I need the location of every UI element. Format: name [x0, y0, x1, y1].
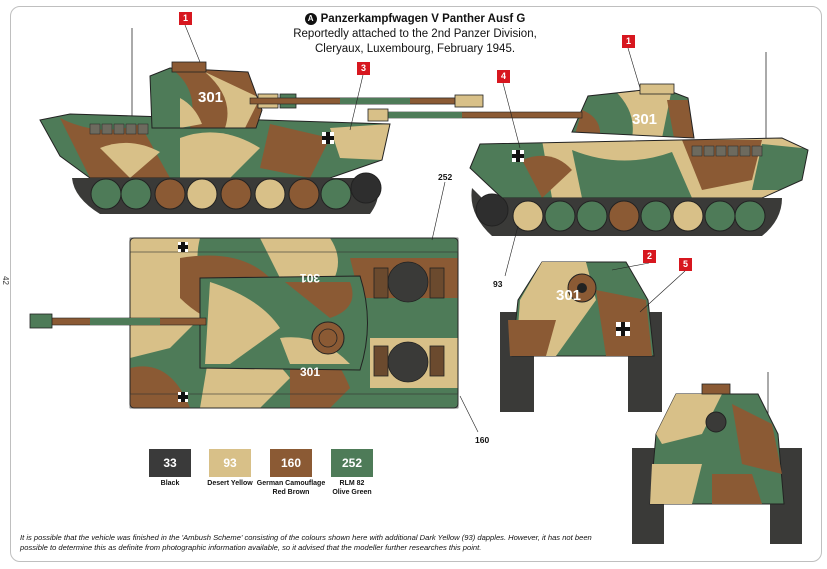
turret-number-top: 301: [300, 365, 320, 379]
swatch-label-160-line1: German Camouflage: [256, 480, 326, 487]
scheme-unit: Reportedly attached to the 2nd Panzer Di…: [293, 28, 537, 40]
callout-5: 5: [679, 258, 692, 271]
turret-number-left: 301: [198, 89, 223, 106]
swatch-label-160-line2: Red Brown: [272, 489, 310, 496]
swatch-label-93: Desert Yellow: [185, 479, 275, 488]
page-frame: [10, 6, 822, 562]
callout-1-right: 1: [622, 35, 635, 48]
swatch-label-93-line1: Desert Yellow: [207, 480, 253, 487]
swatch-label-33: Black: [125, 479, 215, 488]
rear-view: [632, 372, 802, 544]
swatch-160: 160: [270, 449, 312, 477]
scheme-location: Cleryaux, Luxembourg, February 1945.: [314, 43, 516, 55]
swatch-252: 252: [331, 449, 373, 477]
swatch-93: 93: [209, 449, 251, 477]
turret-number-top-inverted: 301: [300, 271, 320, 285]
colour-ref-252: 252: [438, 172, 453, 182]
turret-number-front: 301: [556, 287, 581, 304]
road-wheels-left: [90, 172, 382, 210]
balkenkreuz-left: [322, 132, 334, 144]
balkenkreuz-top-front: [178, 242, 188, 252]
swatch-label-252-line2: Olive Green: [332, 489, 372, 496]
swatch-label-160: German Camouflage Red Brown: [246, 479, 336, 497]
scheme-badge: A: [304, 13, 317, 25]
top-view: 301 301: [29, 237, 459, 409]
footnote: It is possible that the vehicle was fini…: [20, 533, 592, 552]
swatch-label-252: RLM 82 Olive Green: [307, 479, 397, 497]
right-side-view: 301: [367, 52, 809, 236]
balkenkreuz-front: [616, 322, 630, 336]
colour-ref-93: 93: [493, 279, 503, 289]
callout-1-left: 1: [179, 12, 192, 25]
swatch-label-252-line1: RLM 82: [339, 480, 365, 487]
scheme-name: Panzerkampfwagen V Panther Ausf G: [320, 13, 526, 25]
front-view: 301: [500, 261, 662, 412]
turret-number-right: 301: [632, 111, 657, 128]
left-side-view: 301: [39, 28, 461, 214]
callout-4: 4: [497, 70, 510, 83]
road-wheels-right: [475, 193, 766, 232]
callout-2: 2: [643, 250, 656, 263]
balkenkreuz-right: [512, 150, 524, 162]
main-gun-left: [249, 94, 484, 108]
swatch-label-33-line1: Black: [160, 480, 180, 487]
balkenkreuz-top-rear: [178, 392, 188, 402]
swatch-33: 33: [149, 449, 191, 477]
callout-3: 3: [357, 62, 370, 75]
colour-ref-160: 160: [475, 435, 490, 445]
